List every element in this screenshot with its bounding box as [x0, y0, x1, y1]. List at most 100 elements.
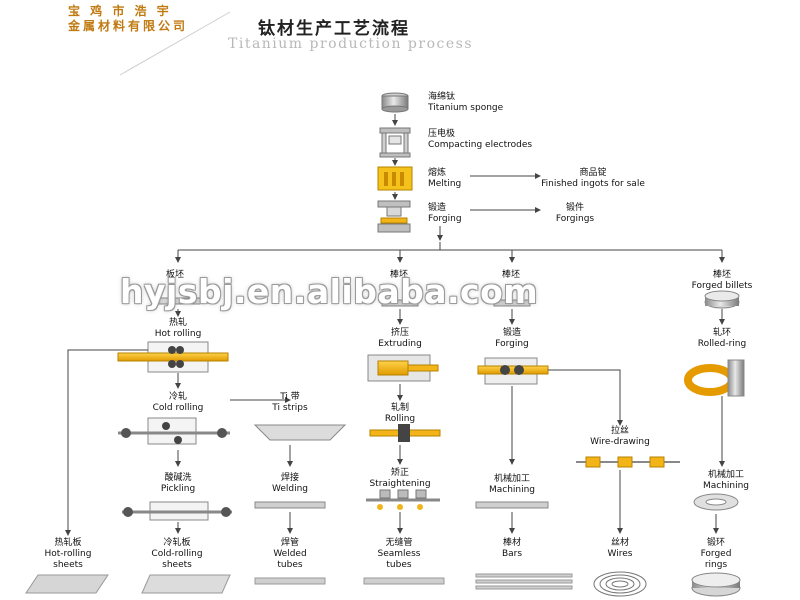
product-welded-tubes-cn: 焊管 [280, 538, 299, 548]
rolled-ring-icon [684, 359, 745, 397]
step-wire-drawing-cn: 拉丝 [610, 426, 629, 436]
step-ti-strips-en: Ti strips [272, 403, 308, 413]
step-ingots: 商品锭 Finished ingots for sale [508, 168, 678, 190]
extruding-press-icon [367, 354, 439, 382]
bars-icon [475, 573, 573, 590]
step-cold-rolling-en: Cold rolling [152, 403, 204, 413]
product-welded-tubes-en2: tubes [277, 560, 303, 570]
step-cold-rolling-cn: 冷轧 [168, 392, 187, 402]
step-hot-rolling-cn: 热轧 [168, 318, 187, 328]
product-welded-tubes-en1: Welded [273, 549, 307, 559]
product-forged-rings: 锻环 Forged rings [676, 538, 756, 571]
forging-press-icon [377, 200, 411, 233]
step-compacting: 压电极 Compacting electrodes [428, 129, 532, 151]
sponge-icon [381, 92, 409, 113]
seamless-tube-icon [363, 577, 445, 585]
step-sponge: 海绵钛 Titanium sponge [428, 92, 503, 114]
step-ti-strips-cn: Ti 带 [280, 392, 300, 402]
company-name-line1: 宝 鸡 市 浩 宇 [68, 4, 172, 18]
hot-rolling-mill-icon [117, 341, 229, 373]
machined-ring-icon [693, 493, 739, 511]
forged-billet-icon [704, 290, 740, 309]
melting-furnace-icon [377, 166, 413, 191]
step-forgings-en: Forgings [555, 214, 595, 224]
step-hot-rolling-en: Hot rolling [154, 329, 202, 339]
step-extruding-en: Extruding [378, 339, 422, 349]
header-decor-line [119, 11, 231, 76]
step-machining-ring-en: Machining [702, 481, 750, 491]
machined-bar-icon [475, 501, 549, 509]
step-rolling-en: Rolling [384, 414, 416, 424]
step-slab: 板坯 [166, 270, 185, 280]
company-name: 宝 鸡 市 浩 宇 金属材料有限公司 [68, 4, 228, 34]
step-welding-en: Welding [271, 484, 309, 494]
bar-forging-icon [477, 357, 549, 385]
welded-tube-icon [254, 577, 326, 585]
step-machining-bar-en: Machining [488, 485, 536, 495]
product-seamless-tubes: 无缝管 Seamless tubes [354, 538, 444, 571]
step-machining-ring-cn: 机械加工 [707, 470, 744, 480]
step-compacting-en: Compacting electrodes [428, 140, 533, 150]
rolling-mill-icon [369, 424, 441, 442]
step-extruding: 挤压 Extruding [360, 328, 440, 350]
step-rolling-cn: 轧制 [390, 403, 409, 413]
step-rolling: 轧制 Rolling [360, 403, 440, 425]
step-forged-billets-cn: 棒坯 [712, 270, 731, 280]
step-forging-bar-en: Forging [495, 339, 529, 349]
step-machining-bar-cn: 机械加工 [493, 474, 530, 484]
bar-billet2-icon [493, 299, 531, 307]
product-seamless-tubes-en2: tubes [386, 560, 412, 570]
product-cold-sheets-en2: sheets [162, 560, 192, 570]
title-chinese: 钛材生产工艺流程 [258, 19, 410, 39]
product-forged-rings-en2: rings [704, 560, 728, 570]
arrow-to-hot-sheets [65, 349, 148, 536]
watermark: hyjsbj.en.alibaba.com [120, 272, 539, 311]
step-forging-bar: 锻造 Forging [472, 328, 552, 350]
product-welded-tubes: 焊管 Welded tubes [250, 538, 330, 571]
step-melting: 熔炼 Melting [428, 168, 461, 190]
product-cold-sheets-en1: Cold-rolling [151, 549, 203, 559]
step-pickling-en: Pickling [160, 484, 196, 494]
step-rolled-ring-cn: 轧环 [712, 328, 731, 338]
step-bar-billet2: 棒坯 [502, 270, 521, 280]
wire-coil-icon [593, 571, 647, 597]
step-ingots-en: Finished ingots for sale [541, 179, 645, 189]
product-wires: 丝材 Wires [580, 538, 660, 560]
step-bar-billet: 棒坯 [390, 270, 409, 280]
arrow-to-wire-drawing [548, 369, 623, 426]
step-sponge-en: Titanium sponge [428, 103, 504, 113]
product-bars: 棒材 Bars [472, 538, 552, 560]
step-welding-cn: 焊接 [280, 473, 299, 483]
step-welding: 焊接 Welding [250, 473, 330, 495]
step-forging-main-cn: 锻造 [428, 203, 447, 213]
step-melting-en: Melting [428, 179, 462, 189]
straightener-icon [366, 489, 440, 510]
step-pickling: 酸碱洗 Pickling [128, 473, 228, 495]
product-bars-cn: 棒材 [502, 538, 521, 548]
forged-ring-icon [691, 572, 741, 597]
step-ti-strips: Ti 带 Ti strips [260, 392, 320, 414]
step-machining-ring: 机械加工 Machining [676, 470, 776, 492]
wire-drawing-icon [576, 456, 680, 468]
company-name-line2: 金属材料有限公司 [68, 19, 189, 33]
step-melting-cn: 熔炼 [428, 168, 447, 178]
step-machining-bar: 机械加工 Machining [466, 474, 558, 496]
bar-billet-icon [381, 299, 419, 307]
compacting-press-icon [379, 127, 411, 158]
product-hot-sheets-en2: sheets [53, 560, 83, 570]
step-rolled-ring-en: Rolled-ring [697, 339, 747, 349]
weld-tube-icon [254, 501, 326, 509]
product-forged-rings-cn: 锻环 [706, 538, 725, 548]
slab-icon [153, 297, 207, 305]
ti-strip-icon [253, 424, 347, 441]
step-ingots-cn: 商品锭 [579, 168, 607, 178]
cold-sheet-icon [141, 574, 231, 594]
step-straightening-cn: 矫正 [390, 468, 409, 478]
step-sponge-cn: 海绵钛 [428, 92, 456, 102]
step-cold-rolling: 冷轧 Cold rolling [128, 392, 228, 414]
step-forging-main: 锻造 Forging [428, 203, 462, 225]
step-straightening: 矫正 Straightening [350, 468, 450, 490]
product-hot-sheets-cn: 热轧板 [54, 538, 82, 548]
product-seamless-tubes-cn: 无缝管 [385, 538, 413, 548]
